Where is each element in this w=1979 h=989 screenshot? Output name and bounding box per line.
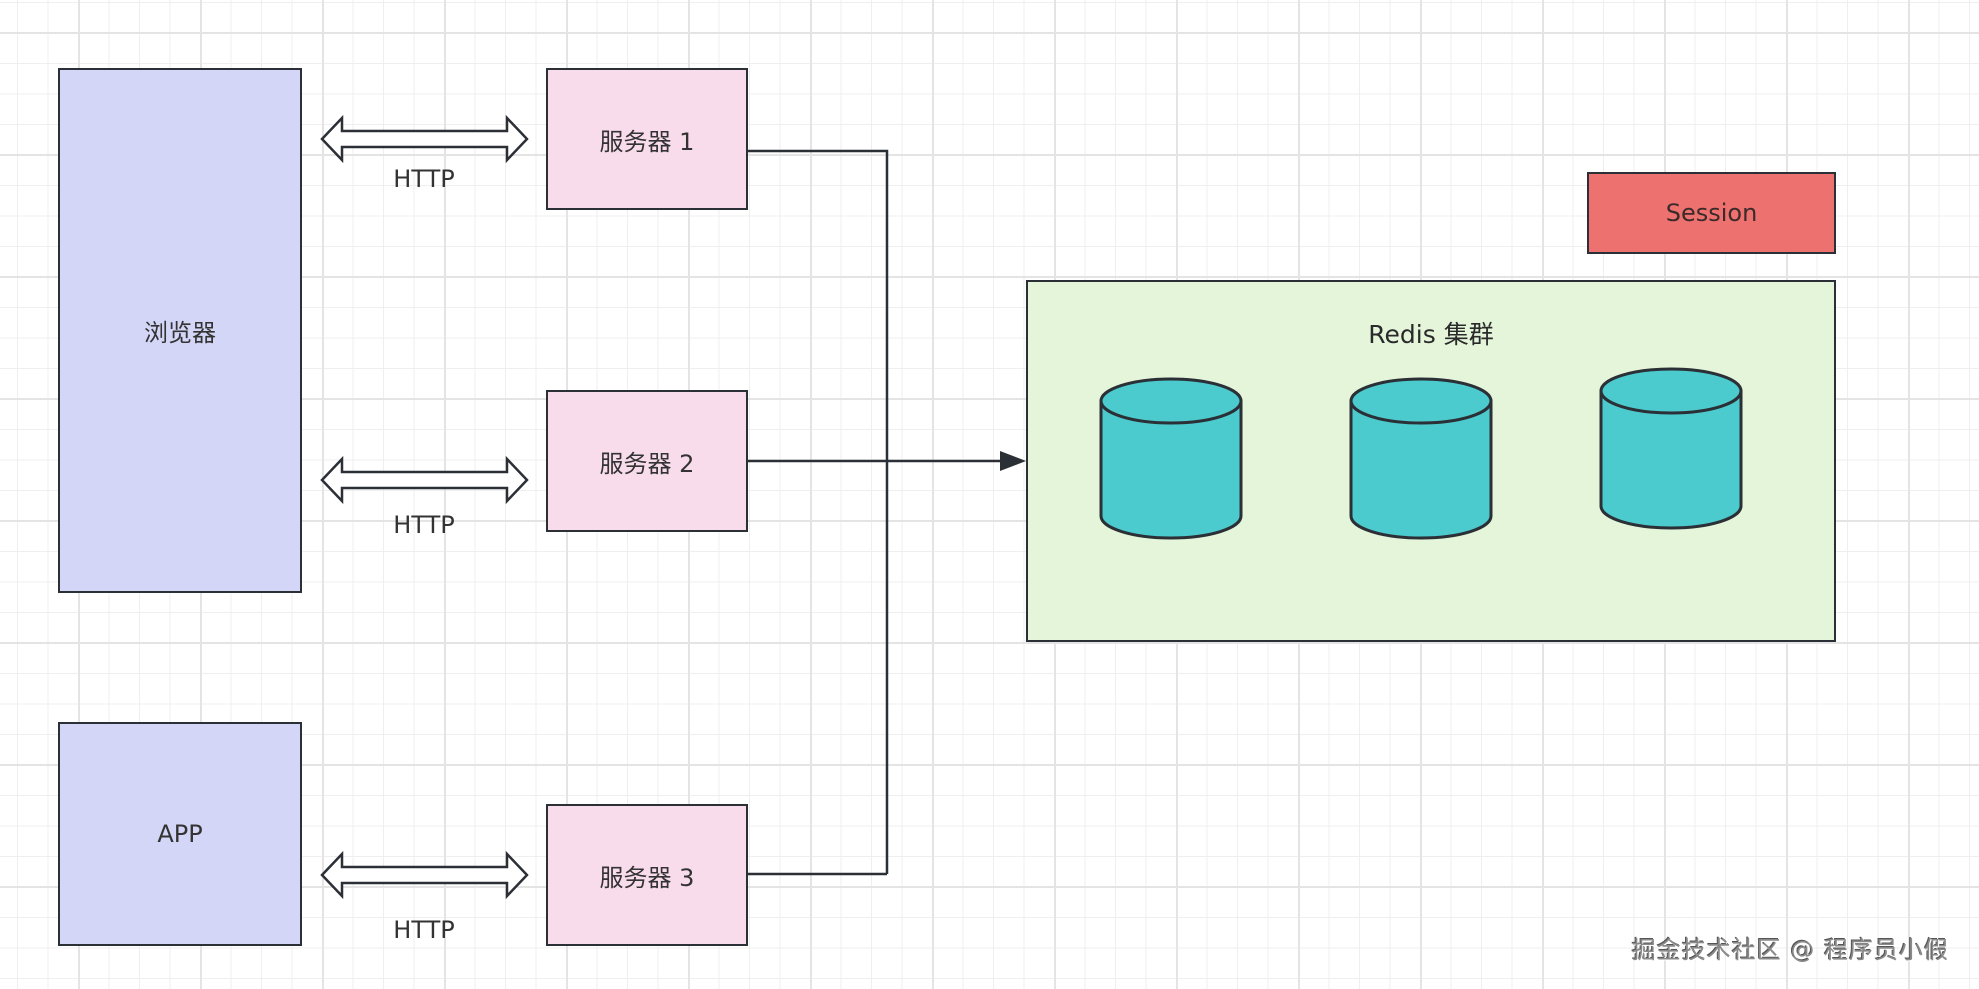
cylinder-top xyxy=(1349,377,1493,425)
browser-label: 浏览器 xyxy=(144,319,216,347)
server-2-label: 服务器 2 xyxy=(599,449,695,478)
server-1-node[interactable]: 服务器 1 xyxy=(546,68,748,210)
redis-node-cylinder-3[interactable] xyxy=(1599,367,1743,530)
http-double-arrow-3[interactable] xyxy=(320,850,529,900)
session-node[interactable]: Session xyxy=(1587,172,1836,254)
http-label-1: HTTP xyxy=(393,165,455,193)
http-label-3: HTTP xyxy=(393,916,455,944)
app-label: APP xyxy=(157,820,203,848)
redis-cluster-label: Redis 集群 xyxy=(1368,320,1494,349)
session-label: Session xyxy=(1665,199,1758,227)
watermark: 掘金技术社区 @ 程序员小假 xyxy=(1631,936,1949,964)
server-3-label: 服务器 3 xyxy=(599,863,695,892)
redis-node-cylinder-1[interactable] xyxy=(1099,377,1243,540)
http-double-arrow-2[interactable] xyxy=(320,455,529,505)
browser-node[interactable]: 浏览器 xyxy=(58,68,302,593)
cylinder-top xyxy=(1099,377,1243,425)
connector-server-1[interactable] xyxy=(748,149,889,874)
cylinder-body xyxy=(1349,399,1493,540)
http-label-2: HTTP xyxy=(393,511,455,539)
redis-node-cylinder-2[interactable] xyxy=(1349,377,1493,540)
arrowhead-icon xyxy=(1000,451,1026,471)
http-double-arrow-1[interactable] xyxy=(320,114,529,164)
server-3-node[interactable]: 服务器 3 xyxy=(546,804,748,946)
server-2-node[interactable]: 服务器 2 xyxy=(546,390,748,532)
cylinder-body xyxy=(1099,399,1243,540)
cylinder-top xyxy=(1599,367,1743,415)
app-node[interactable]: APP xyxy=(58,722,302,946)
server-1-label: 服务器 1 xyxy=(599,127,695,156)
cylinder-body xyxy=(1599,389,1743,530)
